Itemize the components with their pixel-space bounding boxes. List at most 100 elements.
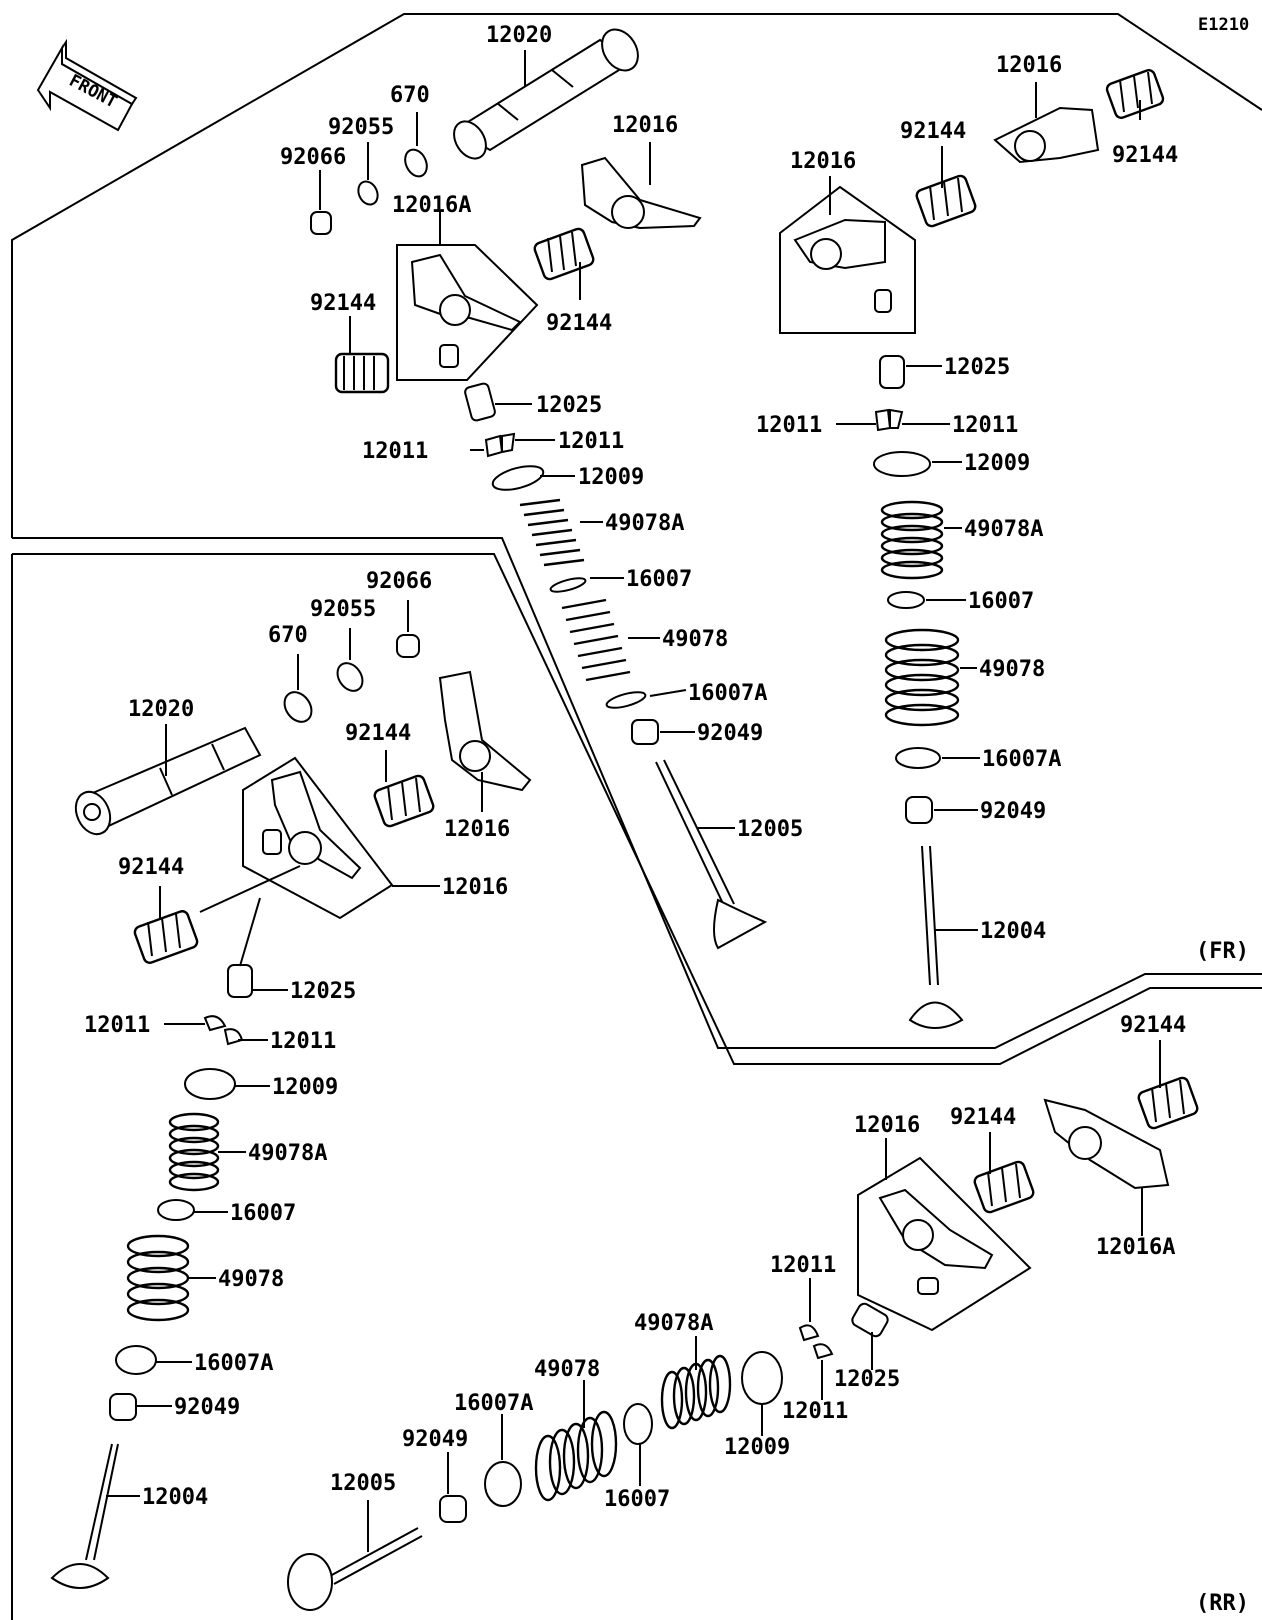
washer-16007a-mid xyxy=(115,1345,157,1375)
part-label: 49078 xyxy=(662,627,728,652)
part-label: 12016 xyxy=(790,149,856,174)
part-label: 92144 xyxy=(546,311,612,336)
part-label: 16007 xyxy=(626,567,692,592)
spring-92144-top-right-a xyxy=(915,174,977,228)
part-label: 49078A xyxy=(964,517,1043,542)
washer-16007-mid xyxy=(157,1199,195,1221)
part-label: 12025 xyxy=(944,355,1010,380)
part-label: 12016 xyxy=(996,53,1062,78)
part-label: 49078A xyxy=(605,511,684,536)
part-label: 12011 xyxy=(362,439,428,464)
o-ring-92055-top xyxy=(357,180,379,206)
part-label: 12009 xyxy=(964,451,1030,476)
part-label: 92144 xyxy=(900,119,966,144)
spring-92144-mid-a xyxy=(373,774,435,828)
part-label: 670 xyxy=(390,83,430,108)
rocker-arm-12016-mid-box xyxy=(262,770,362,880)
spring-49078-mid xyxy=(126,1234,190,1322)
part-label: 16007A xyxy=(688,681,767,706)
part-label: 92055 xyxy=(310,597,376,622)
part-label: 12016 xyxy=(442,875,508,900)
adjuster-12025-top-left xyxy=(464,382,496,422)
collet-12011-top-left xyxy=(484,432,516,458)
spring-49078a-top-left xyxy=(519,498,585,567)
part-label: 12009 xyxy=(724,1435,790,1460)
part-label: 12016 xyxy=(612,113,678,138)
seal-92049-mid xyxy=(109,1393,137,1421)
rocker-arm-box-bottom-right xyxy=(857,1156,1032,1332)
part-label: 12011 xyxy=(84,1013,150,1038)
part-label: 92144 xyxy=(118,855,184,880)
part-label: 49078 xyxy=(534,1357,600,1382)
spring-49078-top-left xyxy=(561,598,631,682)
part-label: 12005 xyxy=(330,1471,396,1496)
spring-92144-top-center xyxy=(533,227,595,281)
part-label: 12025 xyxy=(834,1367,900,1392)
part-label: 92049 xyxy=(402,1427,468,1452)
collet-12011-top-right xyxy=(874,408,904,432)
part-label: 12011 xyxy=(782,1399,848,1424)
valve-12005-top-left xyxy=(655,759,768,950)
o-ring-92055-mid xyxy=(336,662,364,692)
part-label: 12011 xyxy=(756,413,822,438)
valve-12005-bottom xyxy=(287,1527,423,1611)
part-label: 16007A xyxy=(982,747,1061,772)
part-label: 49078 xyxy=(979,657,1045,682)
rocker-arm-12016-bottom-box xyxy=(878,1188,994,1295)
part-label: 12016 xyxy=(854,1113,920,1138)
part-label: 92049 xyxy=(980,799,1046,824)
part-label: 92144 xyxy=(1120,1013,1186,1038)
spring-49078a-top-right xyxy=(880,500,944,580)
washer-16007-top-right xyxy=(887,591,925,609)
top-section-outline xyxy=(11,13,1262,538)
washer-16007-top-left xyxy=(549,577,587,593)
spring-92144-top-left xyxy=(334,352,390,394)
spring-49078-bottom xyxy=(534,1410,618,1502)
part-label: 12025 xyxy=(536,393,602,418)
part-label: 12020 xyxy=(128,697,194,722)
spring-92144-top-right-b xyxy=(1105,69,1165,119)
part-label: 12011 xyxy=(558,429,624,454)
part-label: 92144 xyxy=(345,721,411,746)
washer-16007a-top-left xyxy=(605,691,647,709)
rocker-shaft-top xyxy=(453,28,639,160)
rocker-arm-12016-mid xyxy=(438,670,532,792)
part-label: 16007 xyxy=(604,1487,670,1512)
divider-line xyxy=(12,537,1262,1049)
part-label: 12011 xyxy=(770,1253,836,1278)
part-label: 12009 xyxy=(578,465,644,490)
rocker-arm-12016-top-far-right xyxy=(993,106,1100,164)
adjuster-12025-mid xyxy=(227,964,253,998)
rocker-arm-box-top-left xyxy=(396,244,539,381)
washer-16007a-top-right xyxy=(895,747,941,769)
leader-lines xyxy=(106,50,1161,1552)
part-label: 92144 xyxy=(310,291,376,316)
seal-92049-top-left xyxy=(631,719,659,745)
collet-12011-mid xyxy=(203,1015,244,1046)
rocker-arm-12016-top-right-box xyxy=(793,218,892,313)
adjuster-12025-bottom xyxy=(851,1302,889,1338)
part-label: 92066 xyxy=(366,569,432,594)
part-label: 12011 xyxy=(270,1029,336,1054)
spring-49078a-mid xyxy=(168,1112,220,1192)
part-label: 12016A xyxy=(1096,1235,1175,1260)
part-label: 16007A xyxy=(454,1391,533,1416)
rocker-arm-12016-top-center xyxy=(580,156,702,230)
rocker-shaft-mid-left xyxy=(74,726,262,836)
adjuster-12025-top-right xyxy=(879,355,905,389)
diagram-code: E1210 xyxy=(1198,15,1249,35)
spring-92144-bottom-a xyxy=(973,1160,1035,1214)
section-label-front: (FR) xyxy=(1196,939,1249,964)
part-label: 16007A xyxy=(194,1351,273,1376)
part-label: 92049 xyxy=(697,721,763,746)
washer-16007a-bottom xyxy=(484,1461,522,1507)
o-ring-670-mid xyxy=(283,691,313,723)
part-label: 12009 xyxy=(272,1075,338,1100)
part-label: 49078 xyxy=(218,1267,284,1292)
part-label: 16007 xyxy=(968,589,1034,614)
part-label: 12004 xyxy=(980,919,1046,944)
spring-92144-bottom-b xyxy=(1137,1076,1199,1130)
retainer-12009-mid xyxy=(184,1068,236,1100)
